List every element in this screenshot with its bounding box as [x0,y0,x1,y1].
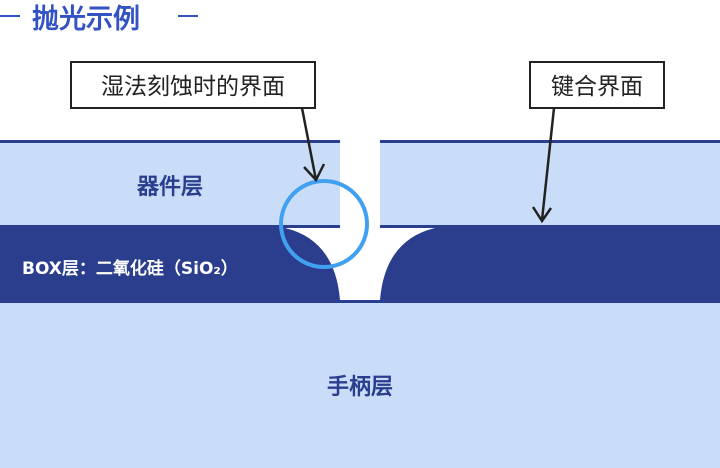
device-top-edge-left [0,140,340,143]
arrow-head-icon [303,163,326,183]
etch-cavity [285,228,435,300]
etch-trench [340,140,380,228]
device-layer-label: 器件层 [136,175,203,200]
callout-box-wet-etch [70,61,316,109]
arrow-head-icon [531,206,553,224]
callout-bond-interface: 键合界面 [551,74,643,100]
diagram-title: 抛光示例 [32,4,140,35]
box-layer-label: BOX层：二氧化硅（SiO₂） [22,258,238,279]
callout-box-bond [529,61,665,109]
handle-layer-label: 手柄层 [327,375,393,400]
callout-wet-etch-interface: 湿法刻蚀时的界面 [101,74,285,100]
handle-layer [0,303,720,468]
highlight-circle [279,179,369,269]
arrow-bond [540,107,556,221]
arrow-wet-etch [300,107,318,181]
